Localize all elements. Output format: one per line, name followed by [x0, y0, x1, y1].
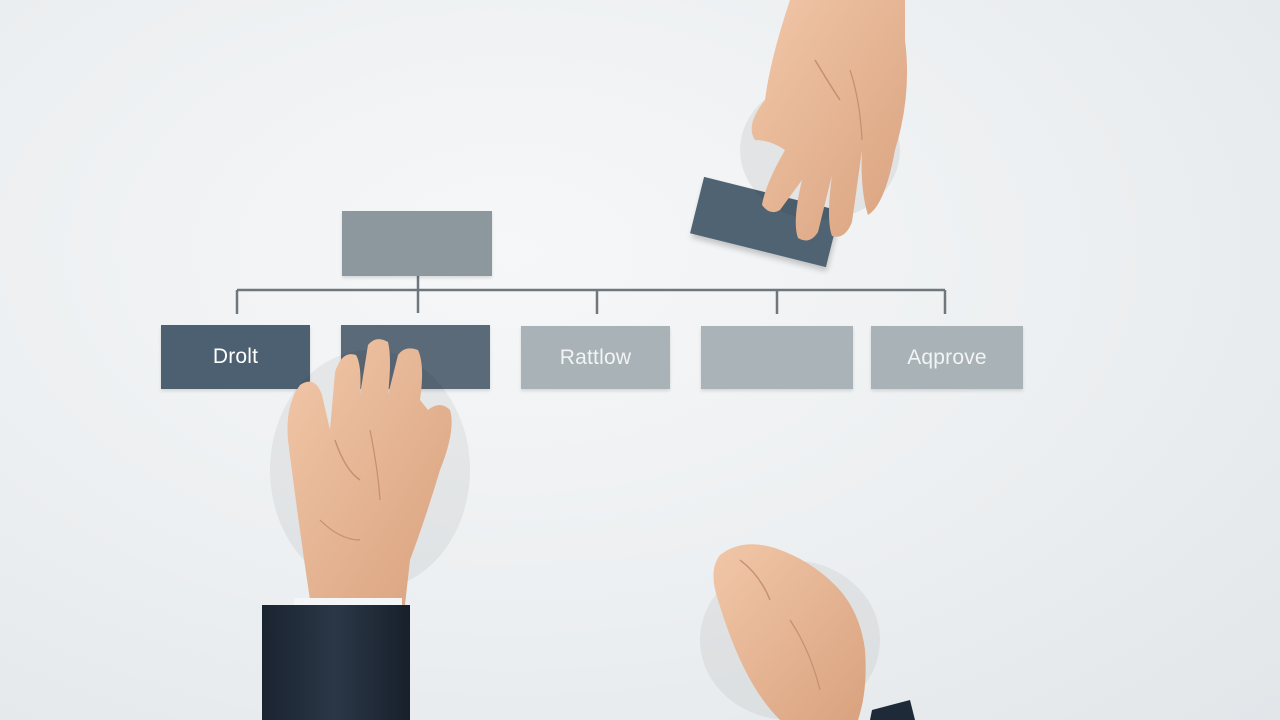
bottom-right-hand [700, 544, 915, 720]
suit-sleeve [262, 605, 410, 720]
top-right-hand [740, 0, 908, 241]
left-hand [262, 339, 470, 720]
box-rattlow: Rattlow [521, 326, 670, 389]
box-fourth [701, 326, 853, 389]
box-drolt: Drolt [161, 325, 310, 389]
bottom-sleeve [870, 700, 915, 720]
box-drolt-label: Drolt [212, 345, 259, 368]
box-aqprove-label: Aqprove [907, 345, 987, 369]
root-box [342, 211, 492, 276]
box-rattlow-label: Rattlow [559, 345, 632, 369]
box-aqprove: Aqprove [871, 326, 1023, 389]
